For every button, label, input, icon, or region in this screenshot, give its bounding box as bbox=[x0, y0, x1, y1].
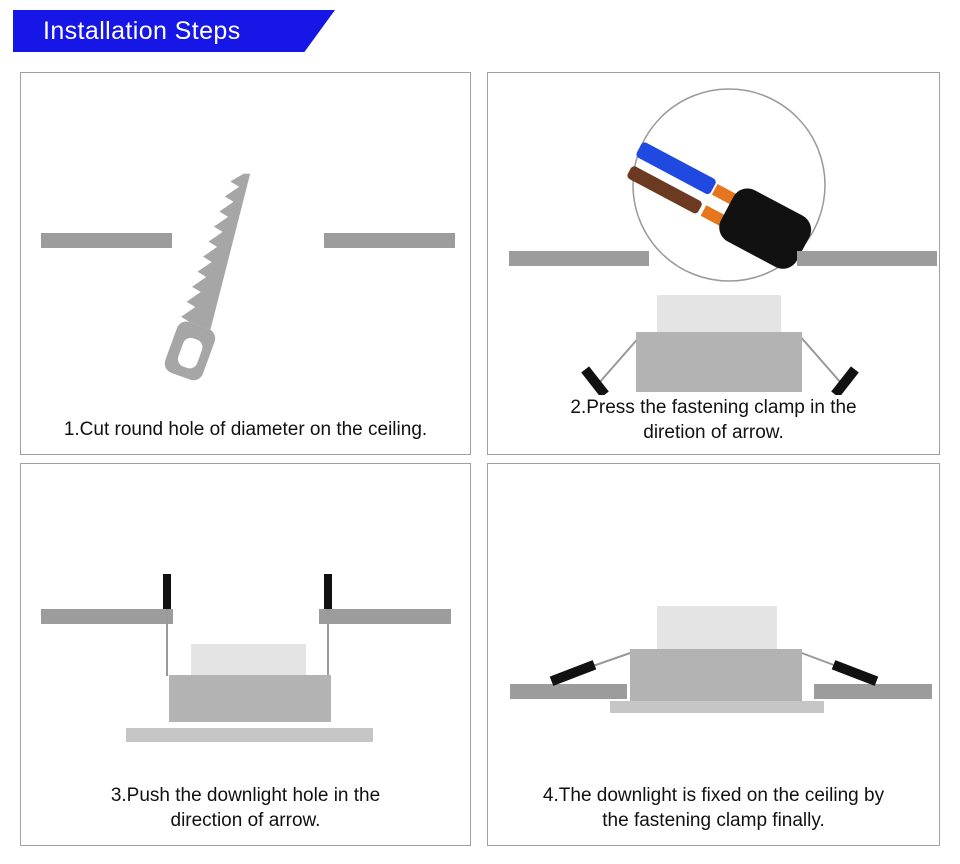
caption-line: 2.Press the fastening clamp in the bbox=[570, 397, 857, 418]
clamp-spring-left bbox=[598, 334, 642, 384]
downlight-inner bbox=[191, 644, 306, 675]
caption-line: 3.Push the downlight hole in the bbox=[110, 784, 381, 806]
fastening-clamp-left bbox=[163, 574, 171, 609]
ceiling-right-bar bbox=[319, 609, 451, 624]
step-4-caption: 4.The downlight is fixed on the ceiling … bbox=[543, 783, 884, 845]
section-banner: Installation Steps bbox=[13, 10, 335, 52]
step-2-caption: 2.Press the fastening clamp in the diret… bbox=[570, 395, 856, 457]
step-4-panel: 4.The downlight is fixed on the ceiling … bbox=[487, 463, 940, 846]
wire-connector bbox=[719, 188, 812, 269]
ceiling-left-bar bbox=[510, 684, 627, 699]
caption-line: direction of arrow. bbox=[170, 809, 321, 831]
clamp-spring-right bbox=[798, 334, 842, 384]
caption-line: diretion of arrow. bbox=[643, 422, 784, 444]
downlight-body bbox=[630, 649, 802, 701]
step-2-panel: 2.Press the fastening clamp in the diret… bbox=[487, 72, 940, 455]
caption-line: 4.The downlight is fixed on the ceiling … bbox=[542, 784, 885, 806]
caption-line: 1.Cut round hole of diameter on the ceil… bbox=[63, 418, 428, 440]
ceiling-right-bar bbox=[324, 233, 455, 248]
ceiling-left-bar bbox=[41, 609, 173, 624]
downlight-body bbox=[636, 332, 802, 392]
blue-wire bbox=[636, 142, 716, 195]
saw-handle-hole bbox=[177, 337, 203, 369]
steps-grid: 1.Cut round hole of diameter on the ceil… bbox=[20, 72, 940, 846]
ceiling-right-bar bbox=[814, 684, 932, 699]
wire-crimp-top bbox=[711, 184, 737, 205]
step-1-panel: 1.Cut round hole of diameter on the ceil… bbox=[20, 72, 471, 455]
downlight-body bbox=[169, 675, 331, 722]
ceiling-left-bar bbox=[509, 251, 649, 266]
downlight-trim bbox=[610, 701, 824, 713]
fastening-clamp-left bbox=[549, 660, 597, 686]
step-3-illustration bbox=[41, 574, 451, 742]
wire-connector-group bbox=[627, 142, 812, 269]
step-3-panel: 3.Push the downlight hole in the directi… bbox=[20, 463, 471, 846]
saw-blade bbox=[181, 173, 251, 330]
wire-crimp-bottom bbox=[700, 205, 726, 227]
downlight-inner bbox=[657, 295, 781, 332]
fastening-clamp-left bbox=[581, 366, 609, 395]
brown-wire bbox=[627, 166, 702, 214]
fastening-clamp-right bbox=[831, 660, 879, 686]
fastening-clamp-right bbox=[831, 366, 859, 395]
ceiling-right-bar bbox=[797, 251, 937, 266]
fastening-clamp-right bbox=[324, 574, 332, 609]
step-1-caption: 1.Cut round hole of diameter on the ceil… bbox=[64, 417, 427, 454]
step-4-illustration bbox=[510, 606, 932, 713]
downlight-inner bbox=[657, 606, 777, 649]
caption-line: the fastening clamp finally. bbox=[602, 809, 825, 831]
downlight-trim bbox=[126, 728, 373, 742]
section-title: Installation Steps bbox=[43, 16, 241, 45]
step-3-caption: 3.Push the downlight hole in the directi… bbox=[111, 783, 380, 845]
step-2-illustration bbox=[509, 88, 937, 395]
saw-icon bbox=[164, 173, 251, 381]
step-1-illustration bbox=[41, 173, 455, 381]
ceiling-left-bar bbox=[41, 233, 172, 248]
